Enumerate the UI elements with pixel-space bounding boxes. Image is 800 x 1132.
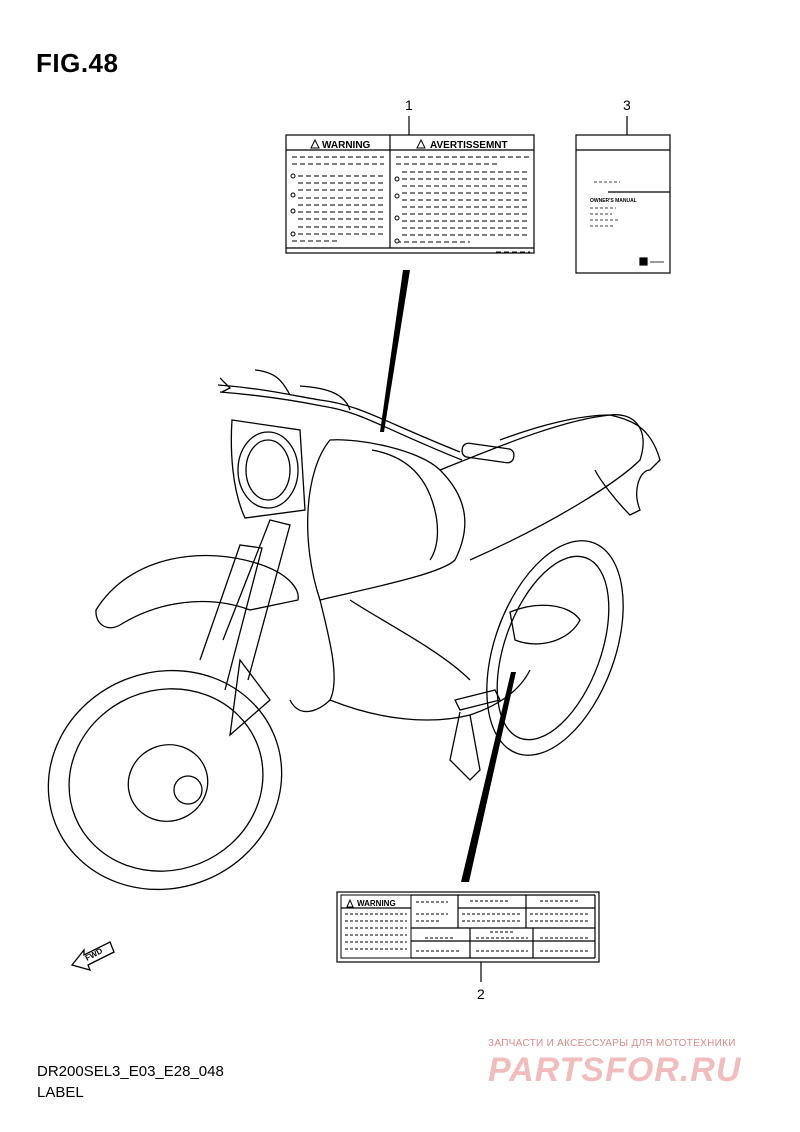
owners-manual-booklet[interactable] xyxy=(575,134,671,274)
watermark-logo: PARTSFOR.RU xyxy=(488,1051,742,1089)
figure-label: LABEL xyxy=(37,1084,84,1101)
callout-2: 2 xyxy=(477,986,485,1002)
fwd-arrow-icon xyxy=(70,941,115,971)
watermark: ЗАПЧАСТИ И АКСЕССУАРЫ ДЛЯ МОТОТЕХНИКИ PA… xyxy=(488,1038,788,1090)
label-1-warning-heading: WARNING xyxy=(322,140,371,151)
label-2-warning-heading: WARNING xyxy=(357,899,396,908)
warning-label-1[interactable] xyxy=(285,134,535,254)
callout-1: 1 xyxy=(405,97,413,113)
manual-title: OWNER'S MANUAL xyxy=(590,198,637,204)
callout-3: 3 xyxy=(623,97,631,113)
watermark-tagline: ЗАПЧАСТИ И АКСЕССУАРЫ ДЛЯ МОТОТЕХНИКИ xyxy=(488,1038,736,1049)
label-1-avertissement-heading: AVERTISSEMNT xyxy=(430,140,508,151)
figure-title: FIG.48 xyxy=(36,48,119,78)
warning-label-2[interactable] xyxy=(336,891,600,963)
fwd-label: FWD xyxy=(84,946,105,963)
figure-code: DR200SEL3_E03_E28_048 xyxy=(37,1063,224,1080)
motorcycle-illustration xyxy=(47,369,661,891)
